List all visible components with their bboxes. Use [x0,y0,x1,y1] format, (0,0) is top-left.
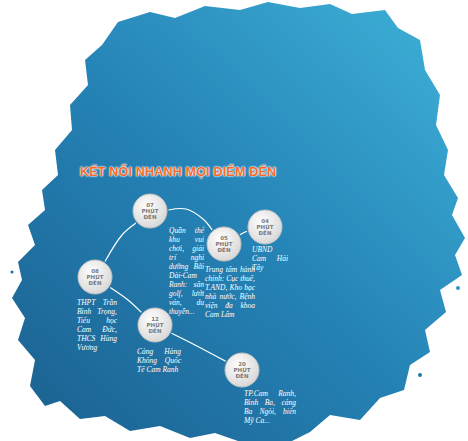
time-circle: 05 PHÚT ĐẾN [206,226,242,262]
time-circle: 08 PHÚT ĐẾN [77,259,113,295]
time-circle: 12 PHÚT ĐẾN [137,307,173,343]
map-region [12,2,465,441]
diagram-title: KẾT NỐI NHANH MỌI ĐIỂM ĐẾN [80,165,276,179]
circle-shape [225,353,259,387]
destination-note: Quần thể khu vui chơi, giải trí nghỉ dưỡ… [169,226,204,316]
time-label: 08 PHÚT ĐẾN [82,268,108,287]
circle-shape [248,210,282,244]
connector-line [105,223,136,261]
time-label: 12 PHÚT ĐẾN [142,316,168,335]
time-circle: 20 PHÚT ĐẾN [224,352,260,388]
destination-note: UBND Cam Hải Tây [252,245,288,272]
time-label: 20 PHÚT ĐẾN [229,361,255,380]
circle-shape [138,308,172,342]
time-label: 07 PHÚT ĐẾN [137,202,163,221]
circle-shape [78,260,112,294]
destination-note: TP.Cam Ranh, Bình Ba, cảng Ba Ngòi, biển… [244,389,296,425]
connector-line [240,231,247,234]
map-speck [11,271,14,274]
map-speck [418,373,422,377]
destination-note: Cảng Hàng Không Quốc Tế Cam Ranh [137,347,181,374]
time-circle: 04 PHÚT ĐẾN [247,209,283,245]
time-circle: 07 PHÚT ĐẾN [132,193,168,229]
circle-shape [133,194,167,228]
map-speck [456,286,460,290]
circle-shape [207,227,241,261]
destination-note: Trung tâm hành chính: Cục thuế, T.AND, K… [205,265,255,319]
time-label: 05 PHÚT ĐẾN [211,235,237,254]
destination-note: THPT Trần Bình Trọng, Tiểu học Cam Đức, … [77,298,117,352]
time-label: 04 PHÚT ĐẾN [252,218,278,237]
